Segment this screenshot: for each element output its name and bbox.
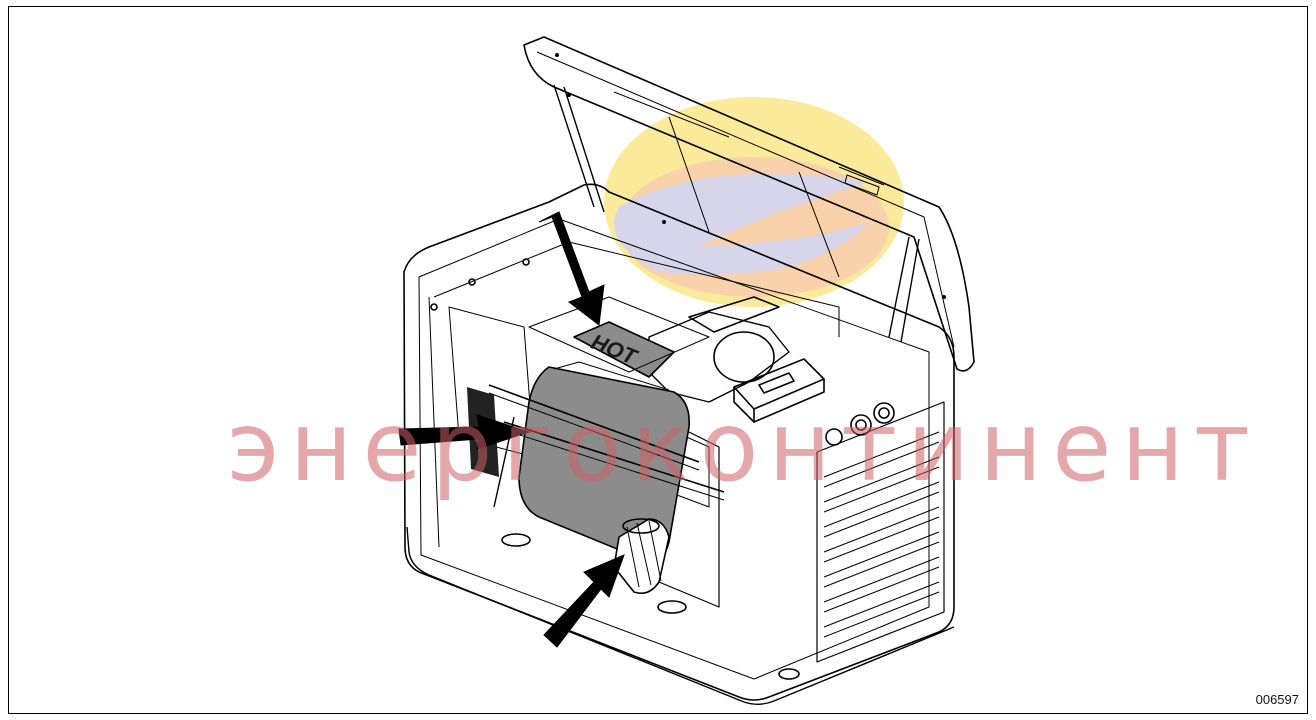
generator-linework <box>403 36 975 705</box>
callout-arrows <box>398 211 625 648</box>
enclosure-base <box>406 526 955 705</box>
arrow-top-hot-panel <box>538 211 605 326</box>
control-panel <box>733 358 825 410</box>
generator-illustration <box>398 36 975 705</box>
figure-frame: HOT энергоконтинент 006597 <box>8 6 1308 714</box>
oil-filter <box>613 518 670 595</box>
watermark-logo <box>604 97 904 307</box>
arrow-left-muffler <box>398 414 531 450</box>
louvers <box>823 431 940 638</box>
fasteners <box>555 53 946 299</box>
figure-id-label: 006597 <box>1255 692 1299 707</box>
open-lid <box>523 36 975 372</box>
arrow-bottom-oil-filter <box>543 554 625 648</box>
